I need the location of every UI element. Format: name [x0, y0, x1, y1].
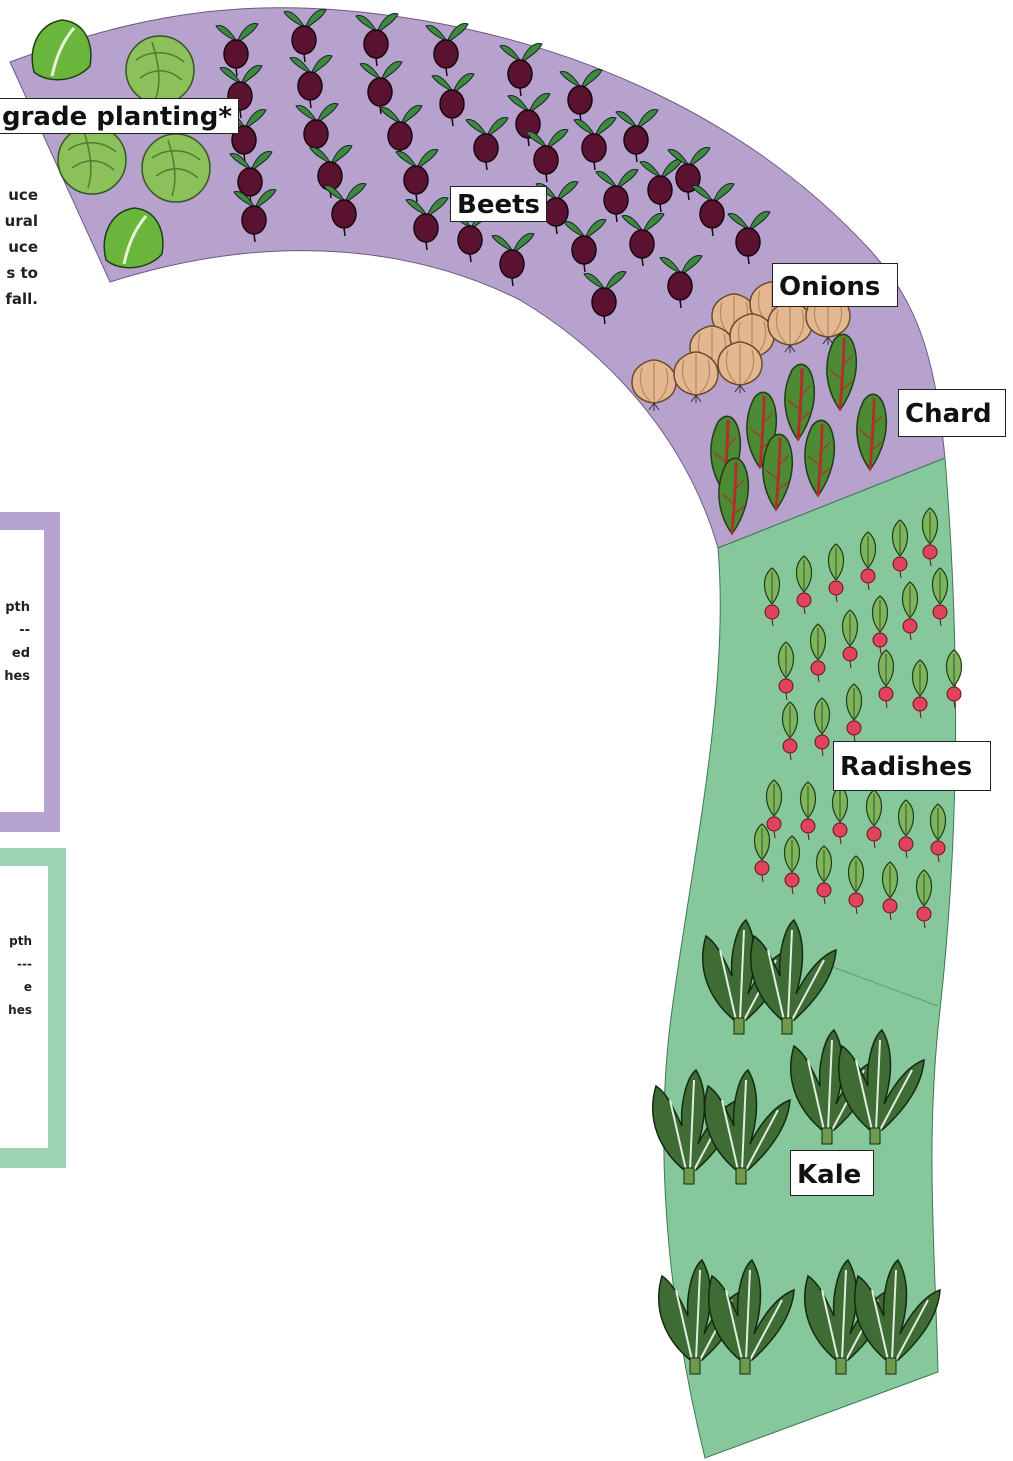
label-beets: Beets: [450, 186, 547, 222]
side-note-line: s to: [0, 260, 38, 286]
side-note-line: fall.: [0, 286, 38, 312]
label-onions: Onions: [772, 263, 898, 307]
side-note-line: ural: [0, 208, 38, 234]
radish-icon: [783, 702, 798, 760]
radish-icon: [847, 684, 862, 742]
radish-icon: [765, 568, 780, 626]
radish-icon: [801, 782, 816, 840]
side-note: uce ural uce s to fall.: [0, 182, 38, 312]
radish-icon: [883, 862, 898, 920]
side-note-line: uce: [0, 182, 38, 208]
cabbage-icon: [58, 126, 126, 194]
radish-icon: [811, 624, 826, 682]
label-upgrade-planting: grade planting*: [0, 98, 239, 134]
panel-line: pth: [0, 596, 30, 619]
radish-icon: [843, 610, 858, 668]
radish-icon: [923, 508, 938, 566]
radish-icon: [785, 836, 800, 894]
label-radishes: Radishes: [833, 741, 991, 791]
panel-line: hes: [0, 665, 30, 688]
radish-icon: [893, 520, 908, 578]
panel-line: hes: [0, 999, 32, 1022]
radish-icon: [873, 596, 888, 654]
panel-line: ed: [0, 642, 30, 665]
radish-icon: [779, 642, 794, 700]
side-note-line: uce: [0, 234, 38, 260]
radish-icon: [829, 544, 844, 602]
radish-icon: [861, 532, 876, 590]
radish-icon: [867, 790, 882, 848]
radish-icon: [947, 650, 962, 708]
cabbage-icon: [126, 36, 194, 104]
panel-line: --: [0, 619, 30, 642]
radish-icon: [755, 824, 770, 882]
radish-icon: [903, 582, 918, 640]
label-chard: Chard: [898, 389, 1006, 437]
radish-icon: [917, 870, 932, 928]
radish-icon: [931, 804, 946, 862]
label-kale: Kale: [790, 1150, 874, 1196]
cabbage-icon: [142, 134, 210, 202]
radish-icon: [767, 780, 782, 838]
radish-icon: [933, 568, 948, 626]
panel-line: pth: [0, 930, 32, 953]
radish-icon: [879, 650, 894, 708]
radish-icon: [815, 698, 830, 756]
radish-icon: [899, 800, 914, 858]
green-panel-text: pth --- e hes: [0, 930, 32, 1022]
panel-line: e: [0, 976, 32, 999]
lettuce-icon: [32, 20, 91, 80]
panel-line: ---: [0, 953, 32, 976]
radish-icon: [797, 556, 812, 614]
radish-icon: [849, 856, 864, 914]
radish-icon: [913, 660, 928, 718]
radish-icon: [833, 786, 848, 844]
radish-icon: [817, 846, 832, 904]
lavender-panel-text: pth -- ed hes: [0, 596, 30, 688]
